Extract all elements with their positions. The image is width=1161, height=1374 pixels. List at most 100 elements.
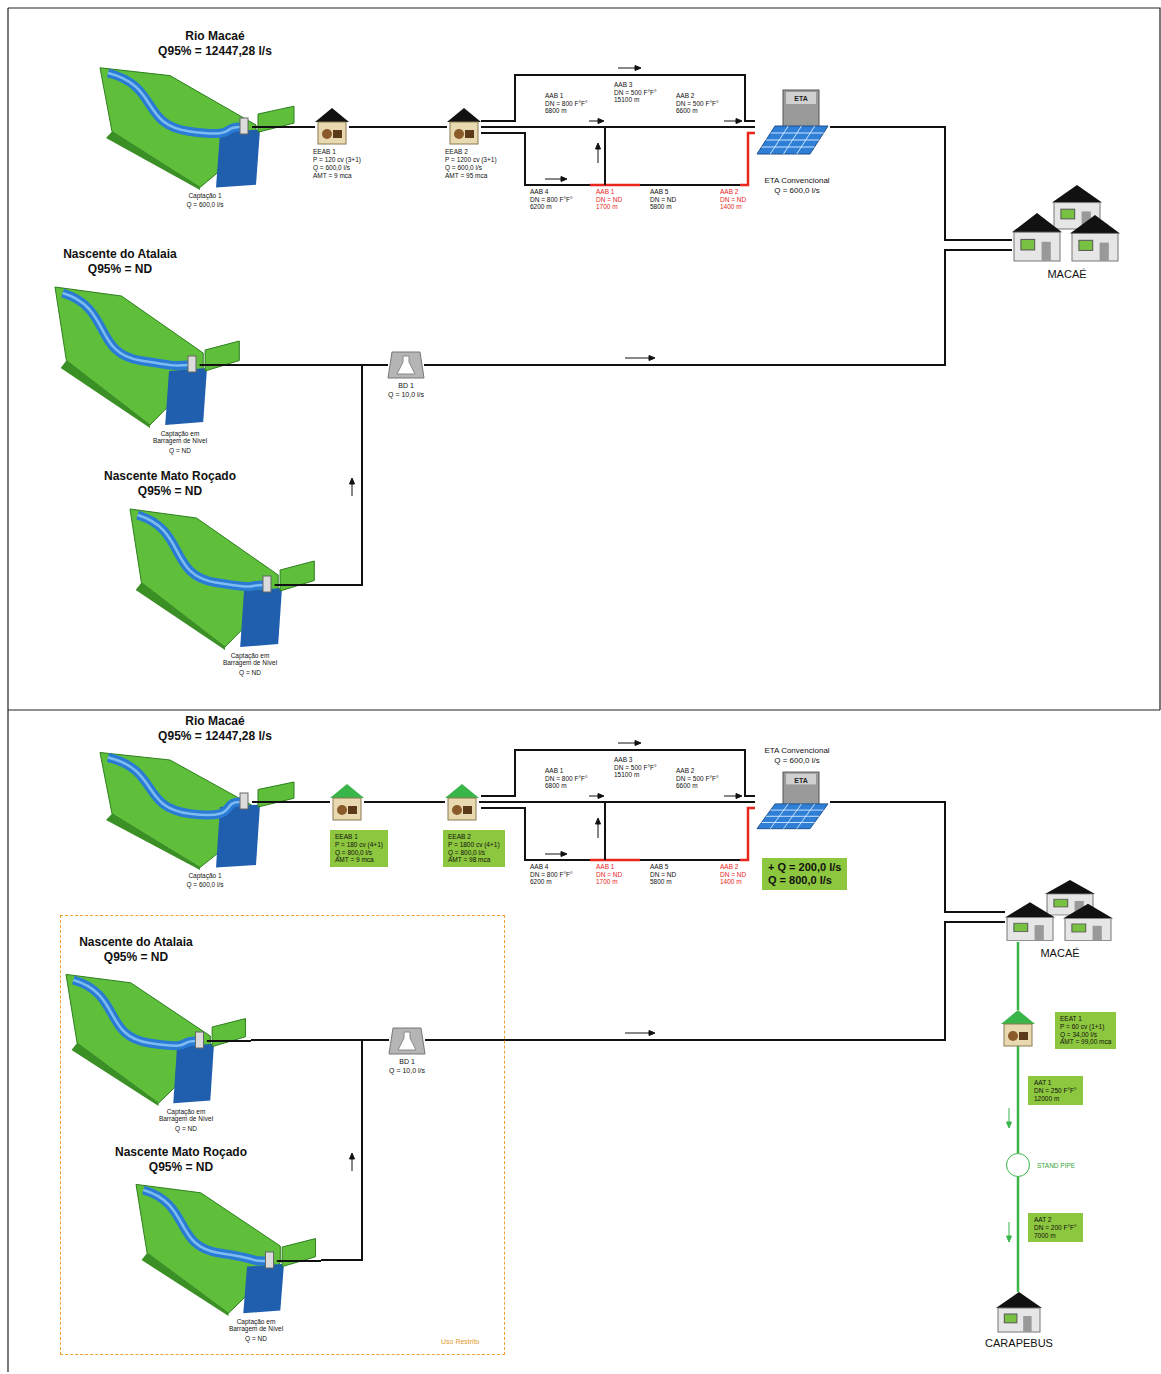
pipe-network (350, 66, 756, 497)
pipe-stub (207, 1040, 251, 1042)
pipe-connector (321, 1040, 389, 1260)
node-text: Q = 800,0 l/s (335, 849, 383, 857)
pipe-label: AAB 4 (530, 189, 548, 196)
icon (66, 966, 251, 1106)
town: MACAÉ (1005, 880, 1115, 942)
node-text: Uso Restrito (441, 1338, 480, 1346)
pipe-label: DN = 500 F°F° (614, 765, 657, 772)
pump-house (1004, 1024, 1032, 1046)
icon (55, 278, 245, 428)
pipe-label: DN = ND (720, 197, 746, 204)
river-highlight (138, 515, 263, 587)
tank-cap (786, 774, 816, 785)
node-text: Captação 1 (188, 192, 221, 199)
door (1093, 926, 1102, 941)
pipe-label: AAB 2 (720, 189, 738, 196)
flow-arrow (1009, 1222, 1010, 1237)
node-text: Q = ND (239, 669, 261, 676)
panel-border (8, 8, 1160, 1372)
reservoir (216, 130, 260, 188)
node-text: + Q = 200,0 l/s (768, 861, 841, 874)
pipe-label: DN = 500 F°F° (676, 101, 719, 108)
booster: BD 1Q = 10,0 l/s (389, 1028, 425, 1054)
pipe-label: 6800 m (545, 783, 567, 790)
node-text: P = 180 cv (4+1) (335, 841, 383, 849)
pipe-label: DN = 800 F°F° (530, 197, 573, 204)
pipe-connector (364, 801, 445, 803)
window (1021, 239, 1035, 250)
pipe-box: AAT 2DN = 200 F°F°7000 m (1028, 1213, 1083, 1242)
icon (755, 772, 830, 834)
terrain-side (106, 132, 200, 191)
pipe-label: AAB 5 (650, 189, 668, 196)
pipe-connector (425, 922, 1005, 1040)
dam (263, 576, 271, 592)
node-text: EEAT 1 (1060, 1015, 1111, 1023)
node-text: ETA Convencional (764, 176, 829, 185)
pipe-label: AAB 3 (614, 757, 632, 764)
stand-pipe: STAND PIPE (1006, 1153, 1030, 1177)
node-text: P = 120 cv (3+1) (313, 156, 361, 163)
node-text: CARAPEBUS (985, 1337, 1053, 1350)
node-text: DN = 250 F°F° (1034, 1087, 1077, 1095)
basin-grid (762, 126, 824, 154)
node-text: P = 60 cv (1+1) (1060, 1023, 1111, 1031)
node-text: EEAB 1 (313, 148, 336, 155)
pump-house (333, 798, 361, 820)
river (108, 73, 240, 134)
pipe-label: 6600 m (676, 783, 698, 790)
spring-intake: Nascente do AtalaiaQ95% = NDCaptação em … (55, 278, 245, 428)
node-text: Q = 600,0 l/s (313, 164, 350, 171)
river (108, 758, 240, 816)
pump-symbol (452, 805, 462, 815)
roof (445, 784, 479, 798)
terrain-side (106, 814, 200, 870)
node-text: Captação em Barragem de Nível (148, 430, 212, 445)
node-text: Q = 34,00 l/s (1060, 1031, 1111, 1039)
pipe-label: DN = 500 F°F° (614, 90, 657, 97)
node-text: ETA (794, 95, 807, 103)
node-text: Q = 600,0 l/s (186, 201, 223, 208)
node-text: MACAÉ (1047, 268, 1086, 281)
pipe-label: DN = 800 F°F° (545, 776, 588, 783)
window (1079, 240, 1093, 250)
pump-symbol (1008, 1031, 1018, 1041)
icon (315, 108, 349, 144)
node-text: Q95% = 12447,28 l/s (158, 730, 272, 744)
dam (188, 356, 196, 372)
roof (1063, 904, 1113, 919)
river-bank (205, 341, 239, 371)
icon (1012, 185, 1122, 263)
pipe-stub (252, 126, 300, 128)
river-bank (258, 106, 294, 132)
house-wall (1014, 232, 1060, 261)
node-text: 12000 m (1034, 1095, 1077, 1103)
pipe-connector (320, 365, 388, 585)
icon (445, 784, 479, 820)
icon (136, 1176, 321, 1316)
spring-intake: Nascente do AtalaiaQ95% = NDCaptação em … (66, 966, 251, 1106)
pipe-label: 15100 m (614, 97, 639, 104)
pump-symbol (337, 805, 347, 815)
node-text: Nascente do Atalaia (63, 248, 177, 262)
roof (1045, 880, 1095, 894)
pipe-connector (1017, 942, 1020, 1010)
node-text: Nascente do Atalaia (79, 936, 193, 950)
basin (757, 804, 828, 829)
pipe-label: AAB 1 (596, 864, 614, 871)
roof (1005, 902, 1055, 917)
reservoir (240, 588, 282, 647)
icon (130, 500, 320, 650)
window (1004, 1314, 1017, 1323)
pipe-connector (300, 126, 315, 128)
icon (100, 745, 300, 870)
pipe-label: 6800 m (545, 108, 567, 115)
node-text: Q = ND (245, 1335, 267, 1342)
spring-intake: Nascente Mato RoçadoQ95% = NDCaptação em… (130, 500, 320, 650)
roof (1012, 213, 1062, 232)
pipe-label: DN = ND (650, 872, 676, 879)
node-text: Q95% = ND (138, 485, 202, 499)
node-text: EEAB 1 (335, 833, 383, 841)
node-text: EEAB 2 (445, 148, 468, 155)
icon (447, 108, 481, 144)
